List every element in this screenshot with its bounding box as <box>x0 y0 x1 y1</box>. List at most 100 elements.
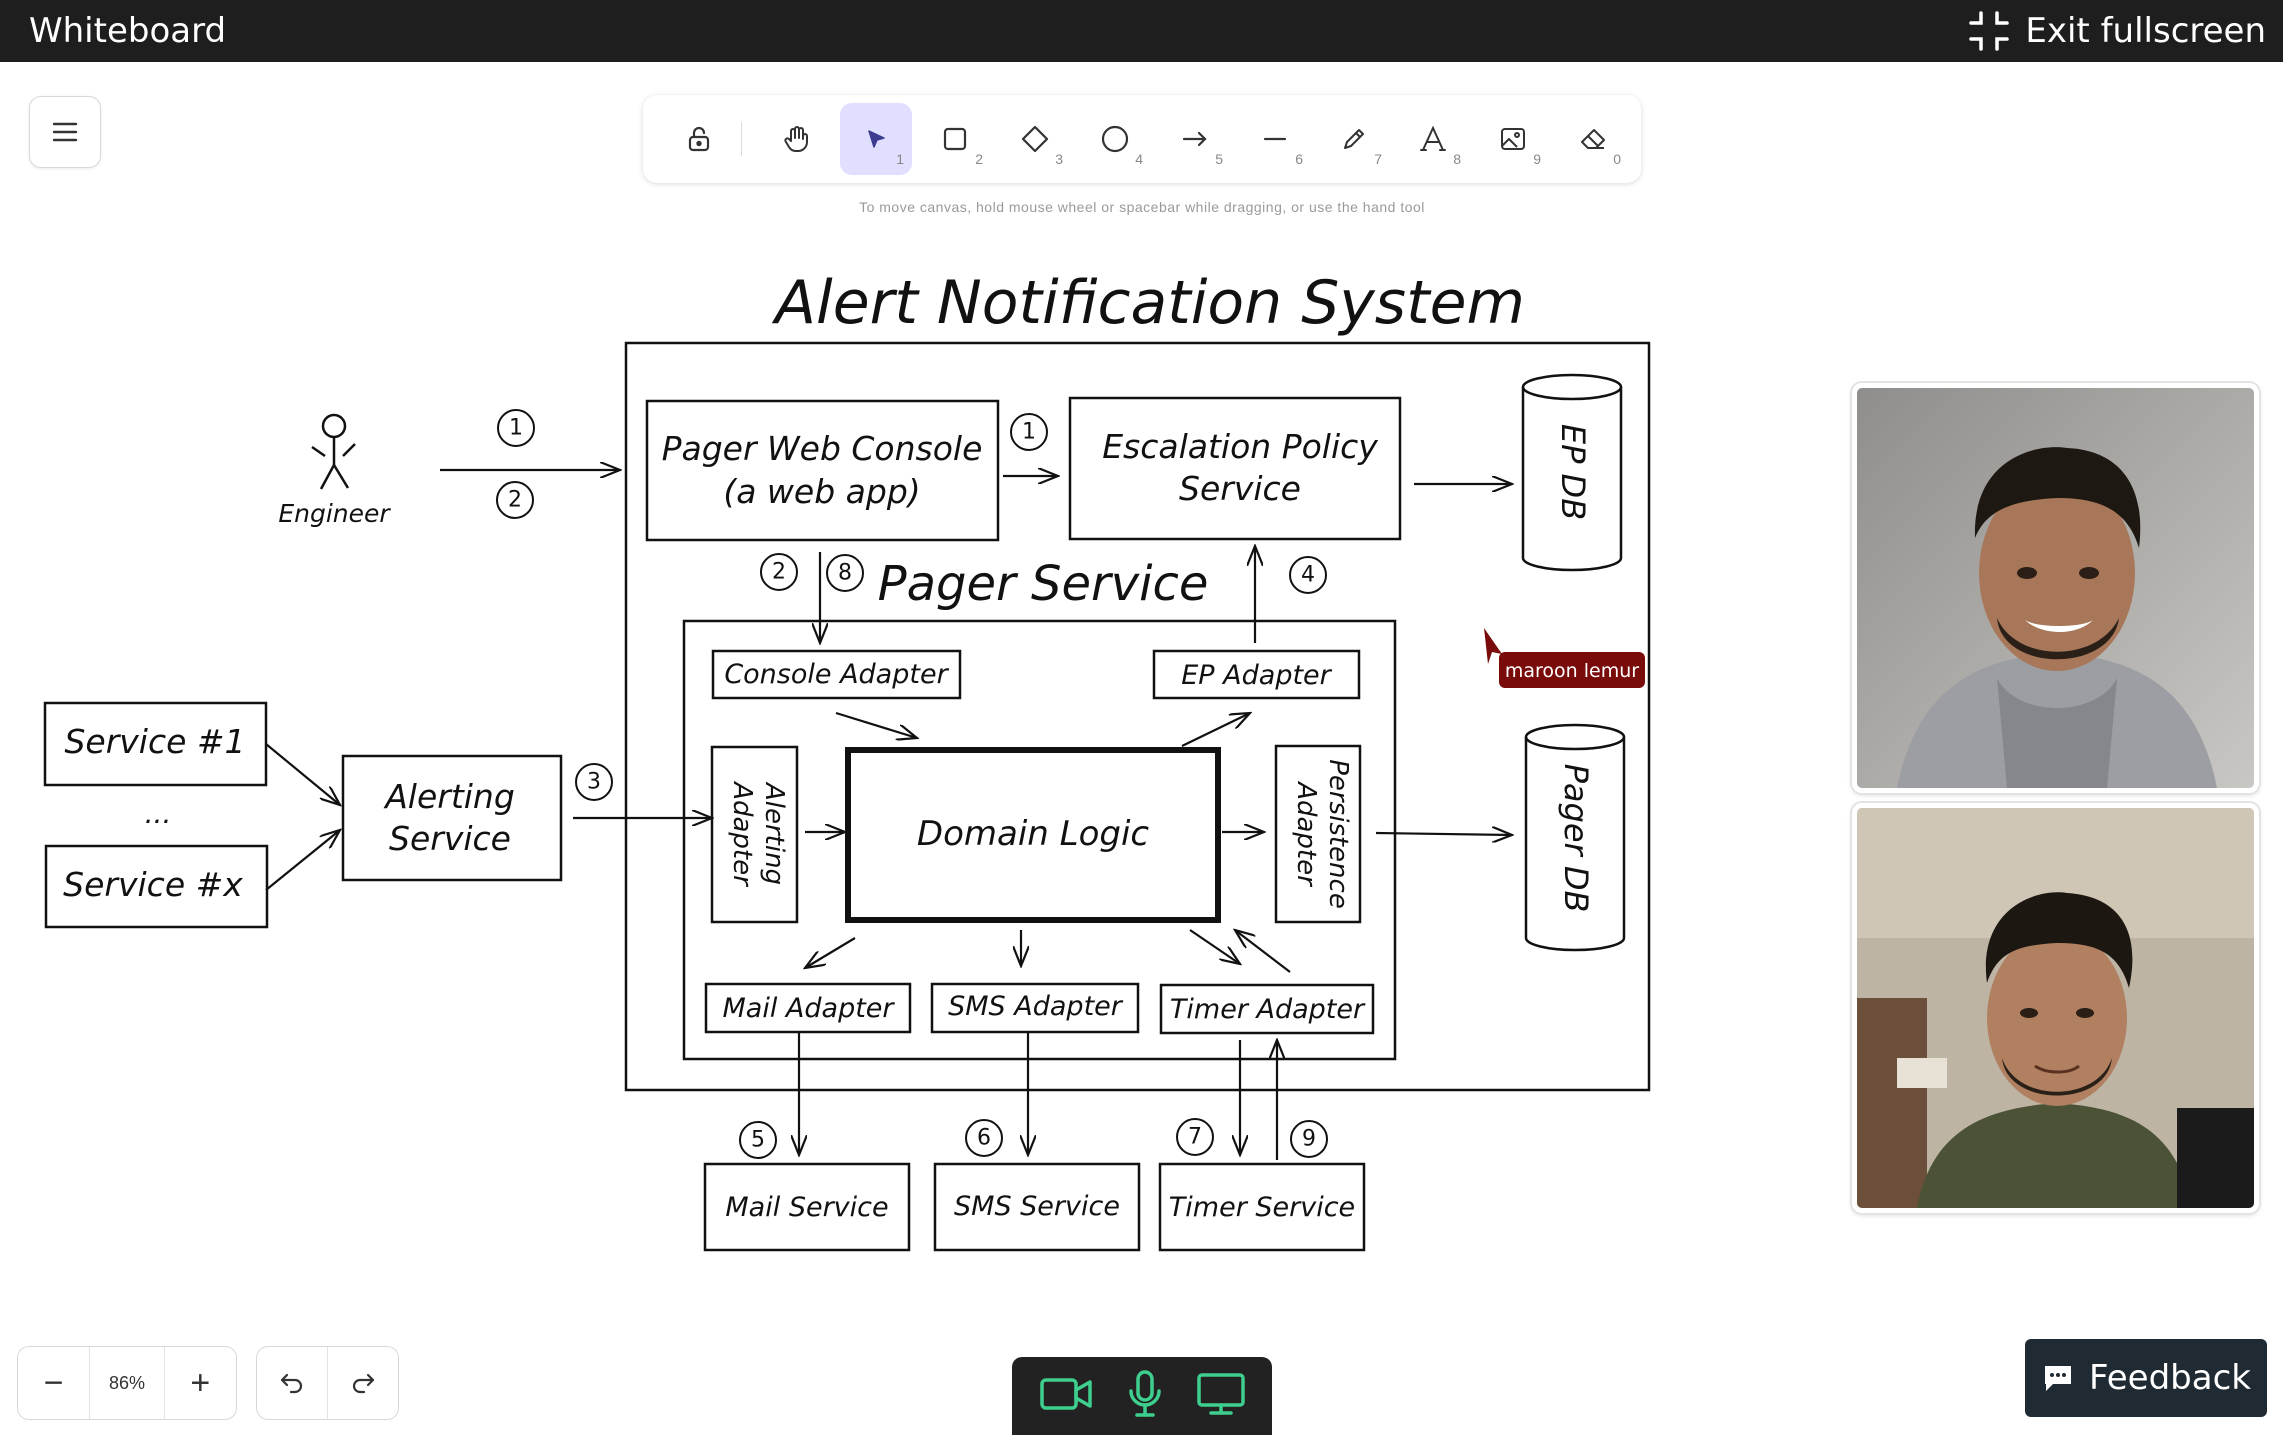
zoom-level[interactable]: 86% <box>89 1347 165 1419</box>
exit-fullscreen-icon <box>1969 11 2010 51</box>
microphone-button[interactable] <box>1125 1369 1165 1424</box>
media-controls <box>1012 1357 1272 1435</box>
console-adapter-box <box>711 649 962 700</box>
engineer-figure <box>311 413 356 490</box>
ellipsis-label: ... <box>145 797 172 830</box>
collaborator-name: maroon lemur <box>1505 660 1639 682</box>
step-9-timer: 9 <box>1302 1127 1316 1152</box>
text-icon <box>1420 125 1446 151</box>
step-5-mail: 5 <box>751 1128 765 1153</box>
draw-tool[interactable]: 7 <box>1318 103 1390 175</box>
zoom-in-button[interactable]: + <box>190 1363 211 1402</box>
diamond-tool[interactable]: 3 <box>999 103 1071 175</box>
diagram-title: Alert Notification System <box>771 268 1525 338</box>
ep-adapter-label: EP Adapter <box>1181 660 1332 691</box>
undo-icon <box>280 1373 303 1394</box>
zoom-controls: − 86% + <box>17 1346 237 1420</box>
ellipse-icon <box>1101 125 1129 153</box>
line-icon <box>1263 137 1287 141</box>
undo-button[interactable] <box>257 1347 327 1419</box>
alerting-service-line1: Alerting <box>383 777 515 816</box>
step-2-engineer: 2 <box>508 488 522 513</box>
history-controls <box>256 1346 399 1420</box>
selection-tool[interactable]: 1 <box>840 103 912 175</box>
text-tool-shortcut: 8 <box>1453 151 1461 167</box>
pointer-icon <box>868 130 885 148</box>
top-bar: Whiteboard Exit fullscreen <box>0 0 2283 62</box>
timer-service-label: Timer Service <box>1169 1192 1355 1223</box>
hand-icon <box>784 126 808 153</box>
image-tool[interactable]: 9 <box>1477 103 1549 175</box>
arrow-tool[interactable]: 5 <box>1159 103 1231 175</box>
pager-web-console-box <box>645 399 1000 542</box>
sms-adapter-label: SMS Adapter <box>948 991 1124 1022</box>
rectangle-tool-shortcut: 2 <box>975 151 983 167</box>
diamond-tool-shortcut: 3 <box>1055 151 1063 167</box>
mail-adapter-box <box>704 982 912 1034</box>
service-1-label: Service #1 <box>64 722 245 761</box>
escalation-policy-line1: Escalation Policy <box>1102 427 1378 466</box>
lock-tool[interactable] <box>663 103 735 175</box>
step-4-ep: 4 <box>1301 563 1315 588</box>
participant-2-avatar <box>1857 808 2254 1208</box>
alerting-adapter-box <box>710 745 799 924</box>
eraser-tool-shortcut: 0 <box>1613 151 1621 167</box>
participant-video-1[interactable] <box>1852 383 2259 793</box>
screen-share-button[interactable] <box>1196 1372 1246 1421</box>
exit-fullscreen-button[interactable]: Exit fullscreen <box>1967 0 2266 62</box>
persistence-adapter-box <box>1274 744 1362 924</box>
rectangle-icon <box>943 127 967 151</box>
service-x-label: Service #x <box>63 865 243 904</box>
alerting-adapter-line1: Alerting <box>759 781 789 885</box>
image-icon <box>1501 128 1525 150</box>
text-tool[interactable]: 8 <box>1397 103 1469 175</box>
collaborator-label-bg <box>1499 652 1645 688</box>
mail-service-label: Mail Service <box>725 1192 888 1223</box>
line-tool[interactable]: 6 <box>1239 103 1311 175</box>
exit-fullscreen-label: Exit fullscreen <box>2025 11 2266 51</box>
mail-adapter-label: Mail Adapter <box>722 993 895 1024</box>
rectangle-tool[interactable]: 2 <box>919 103 991 175</box>
pager-db-cylinder <box>1524 737 1626 952</box>
system-boundary <box>624 341 1651 1092</box>
collaborator-cursor-icon <box>1484 628 1502 664</box>
ep-db-label: EP DB <box>1554 424 1592 520</box>
hand-tool[interactable] <box>761 103 833 175</box>
sms-service-box <box>933 1162 1141 1252</box>
toolbar-separator <box>741 122 742 156</box>
zoom-out-button[interactable]: − <box>43 1363 64 1402</box>
diamond-icon <box>1021 125 1049 153</box>
app-title: Whiteboard <box>29 11 227 51</box>
camera-button[interactable] <box>1038 1374 1094 1419</box>
timer-service-box <box>1158 1162 1366 1252</box>
ellipse-tool[interactable]: 4 <box>1079 103 1151 175</box>
screen-share-icon <box>1197 1372 1246 1415</box>
service-x-box <box>44 844 269 929</box>
ellipse-tool-shortcut: 4 <box>1135 151 1143 167</box>
step-1-console: 1 <box>1022 420 1036 445</box>
step-1-engineer: 1 <box>509 416 523 441</box>
pager-web-console-line1: Pager Web Console <box>662 429 983 468</box>
pager-service-label: Pager Service <box>878 556 1209 612</box>
participant-video-2[interactable] <box>1852 803 2259 1213</box>
line-tool-shortcut: 6 <box>1295 151 1303 167</box>
eraser-tool[interactable]: 0 <box>1557 103 1629 175</box>
arrow-tool-shortcut: 5 <box>1215 151 1223 167</box>
tool-bar: 1 2 3 4 5 6 7 8 9 0 <box>643 95 1641 183</box>
arrow-icon <box>1182 131 1207 147</box>
eraser-icon <box>1581 129 1605 149</box>
ep-db-cylinder <box>1521 387 1623 572</box>
step-8-console: 8 <box>838 561 852 586</box>
image-tool-shortcut: 9 <box>1533 151 1541 167</box>
redo-button[interactable] <box>327 1347 398 1419</box>
pager-web-console-line2: (a web app) <box>723 472 920 511</box>
lock-icon <box>688 126 710 152</box>
main-menu-button[interactable] <box>29 96 101 168</box>
step-2-console: 2 <box>772 560 786 585</box>
domain-logic-label: Domain Logic <box>917 814 1150 854</box>
domain-logic-box <box>845 747 1221 923</box>
sms-adapter-box <box>930 982 1140 1034</box>
feedback-button[interactable]: Feedback <box>2025 1339 2267 1417</box>
step-7-timer: 7 <box>1188 1125 1202 1150</box>
whiteboard-canvas[interactable]: Alert Notification System <box>0 230 1820 1290</box>
